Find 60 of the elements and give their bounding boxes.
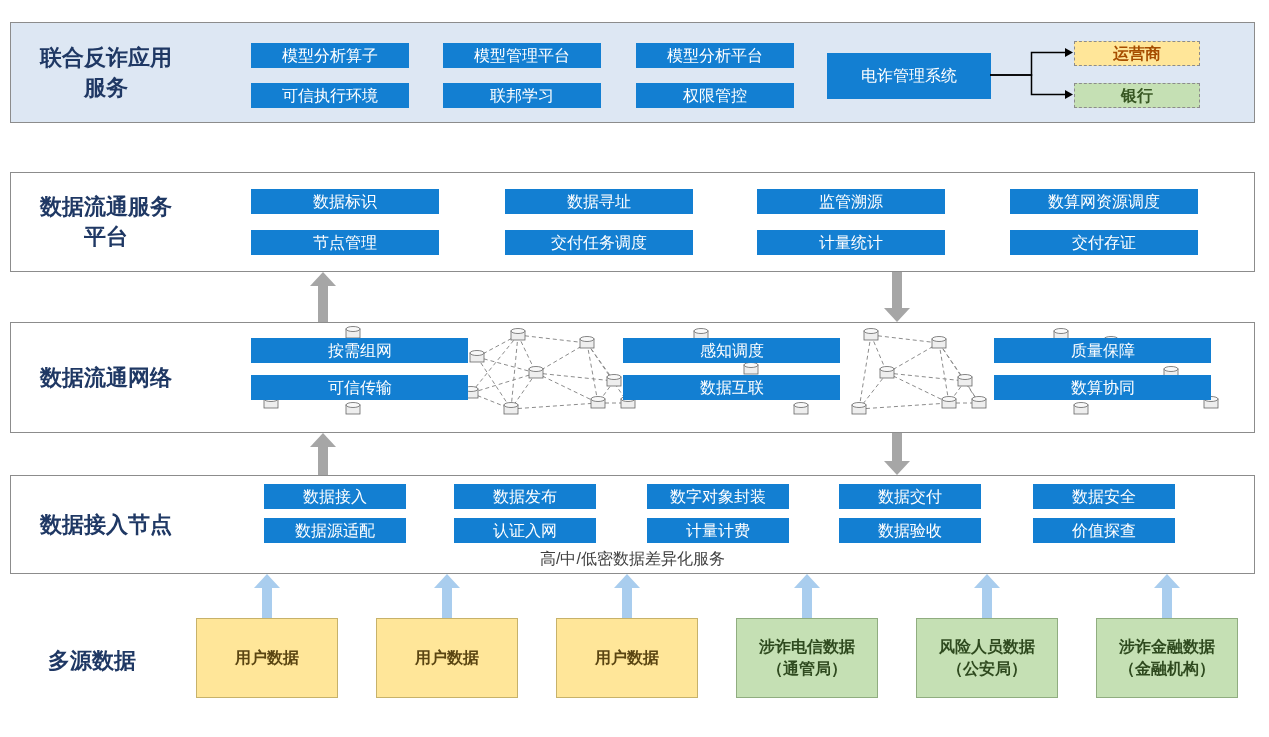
module-box: 模型分析算子 (251, 43, 409, 68)
module-box: 交付存证 (1010, 230, 1198, 255)
module-box: 可信执行环境 (251, 83, 409, 108)
arrow (794, 574, 820, 618)
module-box: 监管溯源 (757, 189, 945, 214)
module-box: 计量统计 (757, 230, 945, 255)
module-box: 数算协同 (994, 375, 1211, 400)
module-box: 数字对象封装 (647, 484, 789, 509)
arrow (884, 433, 910, 475)
data-source-box: 用户数据 (196, 618, 338, 698)
module-box: 联邦学习 (443, 83, 601, 108)
module-box: 数据发布 (454, 484, 596, 509)
module-box: 模型管理平台 (443, 43, 601, 68)
arrow (884, 272, 910, 322)
layer-panel (10, 172, 1255, 272)
module-box: 感知调度 (623, 338, 840, 363)
module-box: 数据寻址 (505, 189, 693, 214)
layer-title: 数据流通网络 (38, 363, 173, 392)
target-box: 运营商 (1074, 41, 1200, 66)
module-box: 权限管控 (636, 83, 794, 108)
module-box: 数据验收 (839, 518, 981, 543)
layer-title: 数据接入节点 (38, 510, 173, 539)
module-box: 计量计费 (647, 518, 789, 543)
module-box: 数据标识 (251, 189, 439, 214)
row-title: 多源数据 (48, 647, 136, 675)
module-box: 节点管理 (251, 230, 439, 255)
data-source-box: 风险人员数据（公安局） (916, 618, 1058, 698)
module-box: 按需组网 (251, 338, 468, 363)
arrow (1154, 574, 1180, 618)
layer-panel (10, 322, 1255, 433)
arrow (614, 574, 640, 618)
arrow (310, 433, 336, 475)
arrow (434, 574, 460, 618)
data-source-box: 用户数据 (376, 618, 518, 698)
module-box: 认证入网 (454, 518, 596, 543)
layer-panel (10, 475, 1255, 574)
module-box: 数据接入 (264, 484, 406, 509)
arrow (989, 74, 1073, 99)
layer-panel (10, 22, 1255, 123)
module-box: 质量保障 (994, 338, 1211, 363)
arrow (310, 272, 336, 322)
layer-title: 联合反诈应用服务 (38, 43, 173, 102)
module-box: 电诈管理系统 (827, 53, 991, 99)
module-box: 数算网资源调度 (1010, 189, 1198, 214)
module-box: 数据互联 (623, 375, 840, 400)
module-box: 交付任务调度 (505, 230, 693, 255)
data-source-box: 涉诈电信数据（通管局） (736, 618, 878, 698)
module-box: 数据交付 (839, 484, 981, 509)
module-box: 数据安全 (1033, 484, 1175, 509)
layer-note: 高/中/低密数据差异化服务 (539, 549, 726, 569)
module-box: 数据源适配 (264, 518, 406, 543)
data-source-box: 用户数据 (556, 618, 698, 698)
arrow (254, 574, 280, 618)
module-box: 价值探查 (1033, 518, 1175, 543)
data-source-box: 涉诈金融数据（金融机构） (1096, 618, 1238, 698)
layer-title: 数据流通服务平台 (38, 193, 173, 251)
arrow (974, 574, 1000, 618)
module-box: 模型分析平台 (636, 43, 794, 68)
module-box: 可信传输 (251, 375, 468, 400)
target-box: 银行 (1074, 83, 1200, 108)
